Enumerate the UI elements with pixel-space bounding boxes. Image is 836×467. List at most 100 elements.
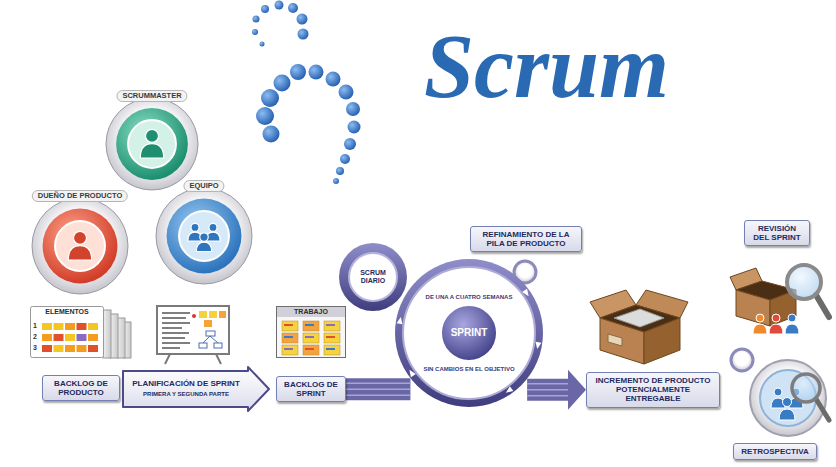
backlog-card-shape bbox=[77, 334, 87, 341]
role-circle-shape bbox=[209, 223, 217, 231]
role-circle-shape bbox=[106, 98, 198, 190]
role-circle-shape bbox=[43, 209, 118, 284]
backlog-card-shape bbox=[42, 345, 52, 352]
whiteboard bbox=[162, 313, 190, 348]
retrospective-illustration bbox=[792, 374, 820, 402]
sprint-circle-shape bbox=[536, 342, 542, 349]
role-name: DUEÑO DE PRODUCTO bbox=[32, 190, 128, 202]
review-illustration bbox=[756, 314, 764, 322]
backlog-card-shape bbox=[42, 323, 52, 330]
task-board: TRABAJO bbox=[276, 306, 346, 358]
task-board-shape bbox=[303, 345, 319, 355]
spiral-dots bbox=[261, 5, 269, 13]
box-label: BACKLOG DE PRODUCTO bbox=[47, 379, 115, 397]
whiteboard bbox=[162, 332, 189, 334]
sprint-circle-shape bbox=[522, 289, 528, 296]
role-circle-shape bbox=[32, 198, 128, 294]
spiral-dots bbox=[252, 29, 258, 35]
backlog-card-shape bbox=[65, 323, 75, 330]
whiteboard bbox=[203, 336, 210, 343]
task-board-shape bbox=[324, 345, 340, 355]
spiral-dots bbox=[340, 154, 350, 164]
role-circle-shape bbox=[167, 199, 242, 274]
spiral-dots bbox=[288, 3, 298, 13]
whiteboard bbox=[209, 311, 217, 318]
task-board-shape bbox=[326, 336, 335, 338]
spiral-dots bbox=[252, 1, 361, 185]
review-illustration bbox=[785, 324, 799, 334]
role-circle-shape bbox=[68, 231, 91, 260]
task-board-shape bbox=[303, 333, 319, 343]
flow-arrow bbox=[346, 394, 410, 396]
row-number: 3 bbox=[33, 344, 37, 351]
role-circle-shape bbox=[55, 221, 105, 271]
role-circle-shape bbox=[191, 223, 199, 231]
spiral-dots bbox=[274, 75, 291, 92]
backlog-card-shape bbox=[65, 345, 75, 352]
label-box: INCREMENTO DE PRODUCTO POTENCIALMENTE EN… bbox=[586, 372, 720, 408]
role-circle-shape bbox=[30, 196, 130, 296]
whiteboard bbox=[162, 312, 190, 314]
whiteboard bbox=[216, 354, 221, 364]
backlog-card-shape bbox=[42, 334, 52, 341]
role-circle-shape bbox=[200, 233, 209, 242]
review-illustration bbox=[730, 265, 829, 334]
daily-circle-shape bbox=[339, 243, 407, 311]
backlog-card-shape bbox=[77, 345, 87, 352]
role-circle-shape bbox=[156, 188, 252, 284]
spiral-dots bbox=[298, 29, 309, 40]
review-illustration bbox=[816, 295, 829, 317]
product-box bbox=[600, 318, 644, 364]
whiteboard bbox=[162, 342, 190, 344]
whiteboard bbox=[165, 354, 170, 364]
spiral-dots bbox=[297, 14, 308, 25]
task-board-shape bbox=[305, 348, 314, 350]
backlog-card-shape bbox=[54, 323, 64, 330]
whiteboard bbox=[219, 311, 226, 318]
review-illustration bbox=[753, 314, 799, 334]
backlog-card-shape bbox=[54, 334, 64, 341]
role-circle-shape bbox=[196, 242, 211, 251]
task-board-shape bbox=[282, 321, 298, 331]
spiral-dots bbox=[346, 102, 360, 116]
sprint-circle: SPRINTDE UNA A CUATRO SEMANASSIN CAMBIOS… bbox=[394, 258, 544, 408]
flow-arrow bbox=[527, 389, 568, 391]
label-box: BACKLOG DE PRODUCTO bbox=[42, 375, 120, 401]
task-board-shape bbox=[305, 324, 314, 326]
arrow-label: PLANIFICACIÓN DE SPRINT bbox=[132, 380, 240, 389]
flow-arrow bbox=[527, 370, 586, 410]
whiteboard bbox=[204, 320, 212, 327]
task-board-shape bbox=[326, 348, 335, 350]
flow-arrow bbox=[346, 383, 410, 395]
box-label: REVISIÓN DEL SPRINT bbox=[749, 224, 805, 242]
review-illustration bbox=[753, 324, 767, 334]
planning-arrow-shape bbox=[123, 367, 269, 411]
whiteboard bbox=[162, 327, 182, 329]
backlog-card-shape bbox=[77, 323, 87, 330]
backlog-cards bbox=[103, 310, 131, 358]
backlog-card-shape bbox=[88, 323, 98, 330]
label-box: BACKLOG DE SPRINT bbox=[276, 376, 346, 402]
role-circle-shape bbox=[154, 186, 254, 286]
task-board-shape bbox=[284, 324, 293, 326]
role-circle-shape bbox=[128, 120, 176, 168]
whiteboard bbox=[162, 337, 185, 339]
retrospective-illustration bbox=[779, 409, 795, 420]
product-box bbox=[590, 290, 688, 364]
flow-arrow bbox=[527, 379, 568, 401]
product-box bbox=[608, 334, 622, 346]
task-board-shape bbox=[303, 321, 319, 331]
review-illustration bbox=[788, 314, 796, 322]
box-label: RETROSPECTIVA bbox=[738, 447, 812, 456]
product-box bbox=[614, 309, 664, 327]
backlog-card-shape bbox=[54, 345, 64, 352]
backlog-card: ELEMENTOS bbox=[30, 306, 104, 358]
daily-circle-shape bbox=[349, 253, 397, 301]
task-board-shape bbox=[282, 333, 298, 343]
sprint-text: DE UNA A CUATRO SEMANAS bbox=[394, 294, 544, 300]
spiral-dots bbox=[309, 65, 324, 80]
whiteboard bbox=[192, 314, 196, 318]
spiral-dots bbox=[263, 126, 280, 143]
row-number: 2 bbox=[33, 333, 37, 340]
